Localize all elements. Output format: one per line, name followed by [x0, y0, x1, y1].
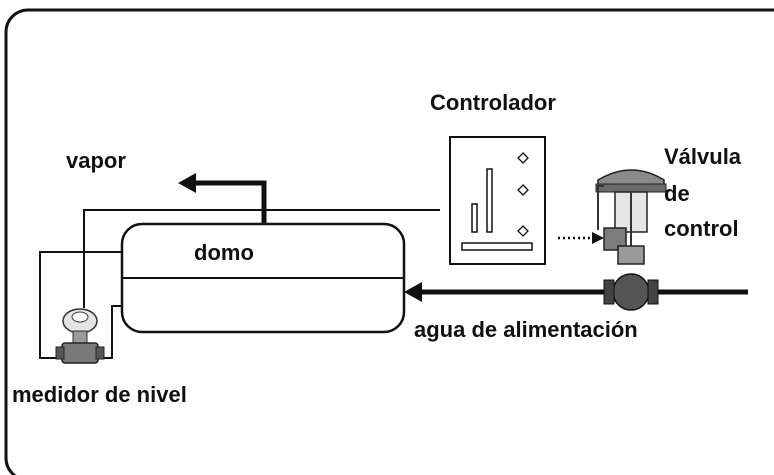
level-impulse-lines — [39, 251, 122, 359]
controller-label: Controlador — [430, 90, 556, 115]
controller-bar-tall — [486, 168, 493, 233]
valve-label-line3: control — [664, 216, 739, 241]
steam-outlet-pipe — [178, 173, 267, 224]
level-signal-line — [83, 209, 440, 308]
controller-bar-short — [471, 203, 478, 233]
controller-indicator-3 — [517, 225, 529, 237]
boiler-drum — [120, 222, 406, 334]
drum-label: domo — [194, 240, 254, 265]
controller-indicator-1 — [517, 152, 529, 164]
steam-label: vapor — [66, 148, 126, 173]
steam-arrow-head — [178, 173, 196, 193]
controller-box — [449, 136, 546, 265]
valve-label-line2: de — [664, 181, 690, 206]
feedwater-label: agua de alimentación — [414, 317, 638, 342]
feedwater-pipe — [404, 282, 748, 302]
valve-label-line1: Válvula — [664, 144, 742, 169]
feedwater-arrow-head — [404, 282, 422, 302]
level-transmitter-device — [55, 308, 105, 364]
controller-display-strip — [461, 242, 533, 251]
diagram-frame — [4, 8, 774, 475]
controller-output-signal — [558, 232, 604, 244]
control-valve-device — [595, 169, 667, 311]
controller-indicator-2 — [517, 184, 529, 196]
level-meter-label: medidor de nivel — [12, 382, 187, 407]
